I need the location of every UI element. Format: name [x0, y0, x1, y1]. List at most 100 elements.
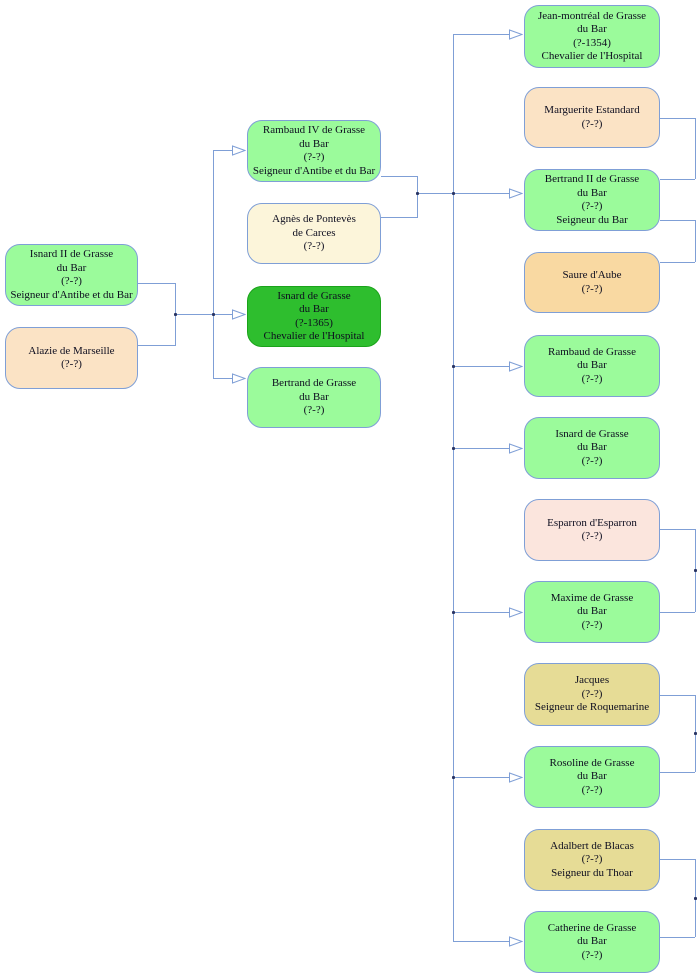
- connector-line: [453, 34, 454, 942]
- person-name: Adalbert de Blacas: [550, 839, 634, 852]
- connector-line: [660, 772, 695, 773]
- junction-dot: [694, 569, 697, 572]
- person-name: Rambaud IV de Grasse: [262, 124, 366, 136]
- connector-line: [213, 378, 232, 379]
- person-name: Alazie de Marseille: [28, 344, 115, 357]
- arrowhead-icon: [509, 361, 523, 372]
- junction-dot: [694, 897, 697, 900]
- connector-line: [660, 612, 695, 613]
- person-dates: (?-?): [61, 275, 82, 287]
- person-dates: (?-?): [581, 454, 603, 467]
- junction-dot: [452, 447, 455, 450]
- person-box-jean-montreal-de-grasse[interactable]: Jean-montréal de Grasse du Bar (?-1354) …: [524, 5, 660, 68]
- person-box-bertrand-de-grasse[interactable]: Bertrand de Grasse du Bar (?-?): [247, 367, 381, 428]
- connector-line: [213, 150, 214, 379]
- connector-line: [660, 695, 695, 696]
- person-name: du Bar: [299, 390, 329, 403]
- arrowhead-icon: [509, 29, 523, 40]
- person-box-isnard-ii-de-grasse[interactable]: Isnard II de Grasse du Bar (?-?) Seigneu…: [5, 244, 138, 306]
- junction-dot: [452, 611, 455, 614]
- person-box-marguerite-estandard[interactable]: Marguerite Estandard (?-?): [524, 87, 660, 148]
- person-name: du Bar: [577, 359, 607, 372]
- connector-line: [417, 176, 418, 218]
- person-name: du Bar: [577, 770, 607, 783]
- junction-dot: [174, 313, 177, 316]
- person-title: Chevalier de l'Hospital: [541, 50, 643, 62]
- junction-dot: [212, 313, 215, 316]
- connector-line: [660, 262, 695, 263]
- person-name: du Bar: [577, 935, 607, 948]
- person-title: Chevalier de l'Hospital: [263, 330, 365, 342]
- person-box-maxime-de-grasse[interactable]: Maxime de Grasse du Bar (?-?): [524, 581, 660, 643]
- person-dates: (?-?): [581, 687, 603, 700]
- connector-line: [453, 366, 509, 367]
- person-dates: (?-?): [581, 200, 603, 212]
- junction-dot: [452, 365, 455, 368]
- person-dates: (?-?): [303, 404, 325, 417]
- arrowhead-icon: [509, 188, 523, 199]
- connector-line: [453, 34, 509, 35]
- person-name: Jean-montréal de Grasse: [537, 9, 647, 22]
- person-title: Seigneur d'Antibe et du Bar: [252, 164, 376, 177]
- person-box-isnard-de-grasse[interactable]: Isnard de Grasse du Bar (?-?): [524, 417, 660, 479]
- person-name: Jacques: [574, 674, 610, 687]
- person-box-saure-d-aube[interactable]: Saure d'Aube (?-?): [524, 252, 660, 313]
- person-name: Marguerite Estandard: [544, 104, 640, 116]
- person-name: Bertrand de Grasse: [271, 377, 357, 390]
- person-dates: (?-?): [581, 853, 603, 866]
- connector-line: [381, 176, 417, 177]
- person-title: Seigneur du Thoar: [551, 866, 633, 879]
- junction-dot: [694, 732, 697, 735]
- person-box-catherine-de-grasse[interactable]: Catherine de Grasse du Bar (?-?): [524, 911, 660, 973]
- person-dates: (?-?): [303, 240, 325, 253]
- person-name: Esparron d'Esparron: [547, 516, 637, 529]
- person-dates: (?-?): [303, 151, 325, 163]
- person-box-alazie-de-marseille[interactable]: Alazie de Marseille (?-?): [5, 327, 138, 389]
- connector-line: [660, 179, 695, 180]
- connector-line: [453, 448, 509, 449]
- person-name: du Bar: [577, 441, 607, 454]
- connector-line: [213, 150, 232, 151]
- connector-line: [660, 859, 695, 860]
- person-box-isnard-de-grasse-hospital[interactable]: Isnard de Grasse du Bar (?-1365) Chevali…: [247, 286, 381, 347]
- arrowhead-icon: [232, 309, 246, 320]
- arrowhead-icon: [509, 607, 523, 618]
- person-box-adalbert-de-blacas[interactable]: Adalbert de Blacas (?-?) Seigneur du Tho…: [524, 829, 660, 891]
- arrowhead-icon: [232, 145, 246, 156]
- person-name: de Carces: [292, 226, 336, 239]
- person-dates: (?-1365): [295, 316, 333, 329]
- connector-line: [453, 612, 509, 613]
- person-box-rambaud-de-grasse[interactable]: Rambaud de Grasse du Bar (?-?): [524, 335, 660, 397]
- person-name: Rosoline de Grasse: [549, 756, 635, 769]
- person-box-rosoline-de-grasse[interactable]: Rosoline de Grasse du Bar (?-?): [524, 746, 660, 808]
- person-title: Seigneur d'Antibe et du Bar: [10, 288, 133, 301]
- connector-line: [138, 345, 175, 346]
- person-title: Seigneur de Roquemarine: [534, 701, 650, 714]
- person-name: Agnès de Pontevès: [272, 213, 356, 226]
- person-name: du Bar: [577, 605, 607, 618]
- person-dates: (?-?): [581, 117, 603, 130]
- person-box-bertrand-ii-de-grasse[interactable]: Bertrand II de Grasse du Bar (?-?) Seign…: [524, 169, 660, 231]
- connector-line: [175, 314, 214, 315]
- arrowhead-icon: [509, 772, 523, 783]
- arrowhead-icon: [509, 936, 523, 947]
- person-dates: (?-?): [581, 372, 603, 385]
- person-name: du Bar: [56, 261, 87, 274]
- person-box-jacques[interactable]: Jacques (?-?) Seigneur de Roquemarine: [524, 663, 660, 726]
- person-dates: (?-?): [581, 282, 603, 295]
- connector-line: [660, 118, 695, 119]
- connector-line: [660, 220, 695, 221]
- person-name: Maxime de Grasse: [550, 591, 634, 604]
- connector-line: [213, 314, 232, 315]
- person-box-esparron-d-esparron[interactable]: Esparron d'Esparron (?-?): [524, 499, 660, 561]
- connector-line: [381, 217, 417, 218]
- person-name: Rambaud de Grasse: [548, 345, 636, 358]
- person-box-rambaud-iv-de-grasse[interactable]: Rambaud IV de Grasse du Bar (?-?) Seigne…: [247, 120, 381, 182]
- connector-line: [417, 193, 454, 194]
- person-name: Isnard de Grasse: [277, 289, 351, 302]
- person-box-agnes-de-ponteves[interactable]: Agnès de Pontevès de Carces (?-?): [247, 203, 381, 264]
- person-dates: (?-?): [581, 783, 603, 796]
- person-name: Saure d'Aube: [562, 269, 622, 281]
- arrowhead-icon: [232, 373, 246, 384]
